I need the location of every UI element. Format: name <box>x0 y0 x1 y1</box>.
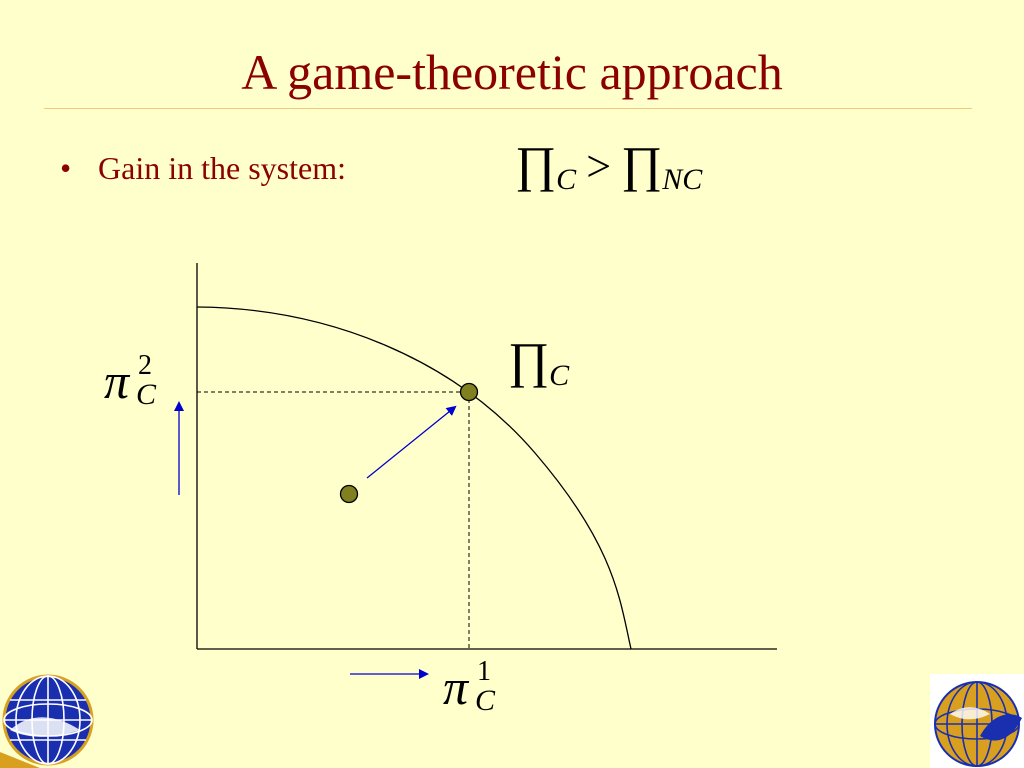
point-label-symbol: ∏ <box>508 332 550 388</box>
y-label-symbol: π <box>104 353 130 409</box>
cooperative-point <box>459 382 479 402</box>
y-label-sub: C <box>136 378 157 411</box>
x-label-sub: C <box>475 684 496 717</box>
x-label-symbol: π <box>443 659 469 715</box>
x-axis-label: π 1 C <box>443 656 523 728</box>
bullet-marker: • <box>60 150 72 186</box>
eq-rhs-sub: NC <box>662 163 703 196</box>
globe-fish-logo-icon <box>0 674 94 768</box>
gain-equation: ∏C>∏NC <box>515 132 702 212</box>
improvement-arrow <box>366 405 457 479</box>
eq-operator: > <box>586 142 612 191</box>
slide-title: A game-theoretic approach <box>241 44 783 100</box>
noncooperative-point <box>339 484 359 504</box>
title-divider <box>44 108 972 109</box>
cooperative-point-label: ∏C <box>508 328 569 408</box>
bullet-text: Gain in the system: <box>98 150 346 186</box>
pareto-frontier-curve <box>196 306 632 650</box>
eq-rhs-symbol: ∏ <box>621 136 663 192</box>
eq-lhs-sub: C <box>556 163 577 196</box>
bullet-gain: • Gain in the system: <box>60 148 346 188</box>
eq-lhs-symbol: ∏ <box>515 136 557 192</box>
y-label-sup: 2 <box>138 350 152 381</box>
point-label-sub: C <box>549 359 570 392</box>
x-label-sup: 1 <box>477 656 491 687</box>
globe-fish-logo-icon <box>930 674 1024 768</box>
y-axis-label: π 2 C <box>104 350 184 422</box>
